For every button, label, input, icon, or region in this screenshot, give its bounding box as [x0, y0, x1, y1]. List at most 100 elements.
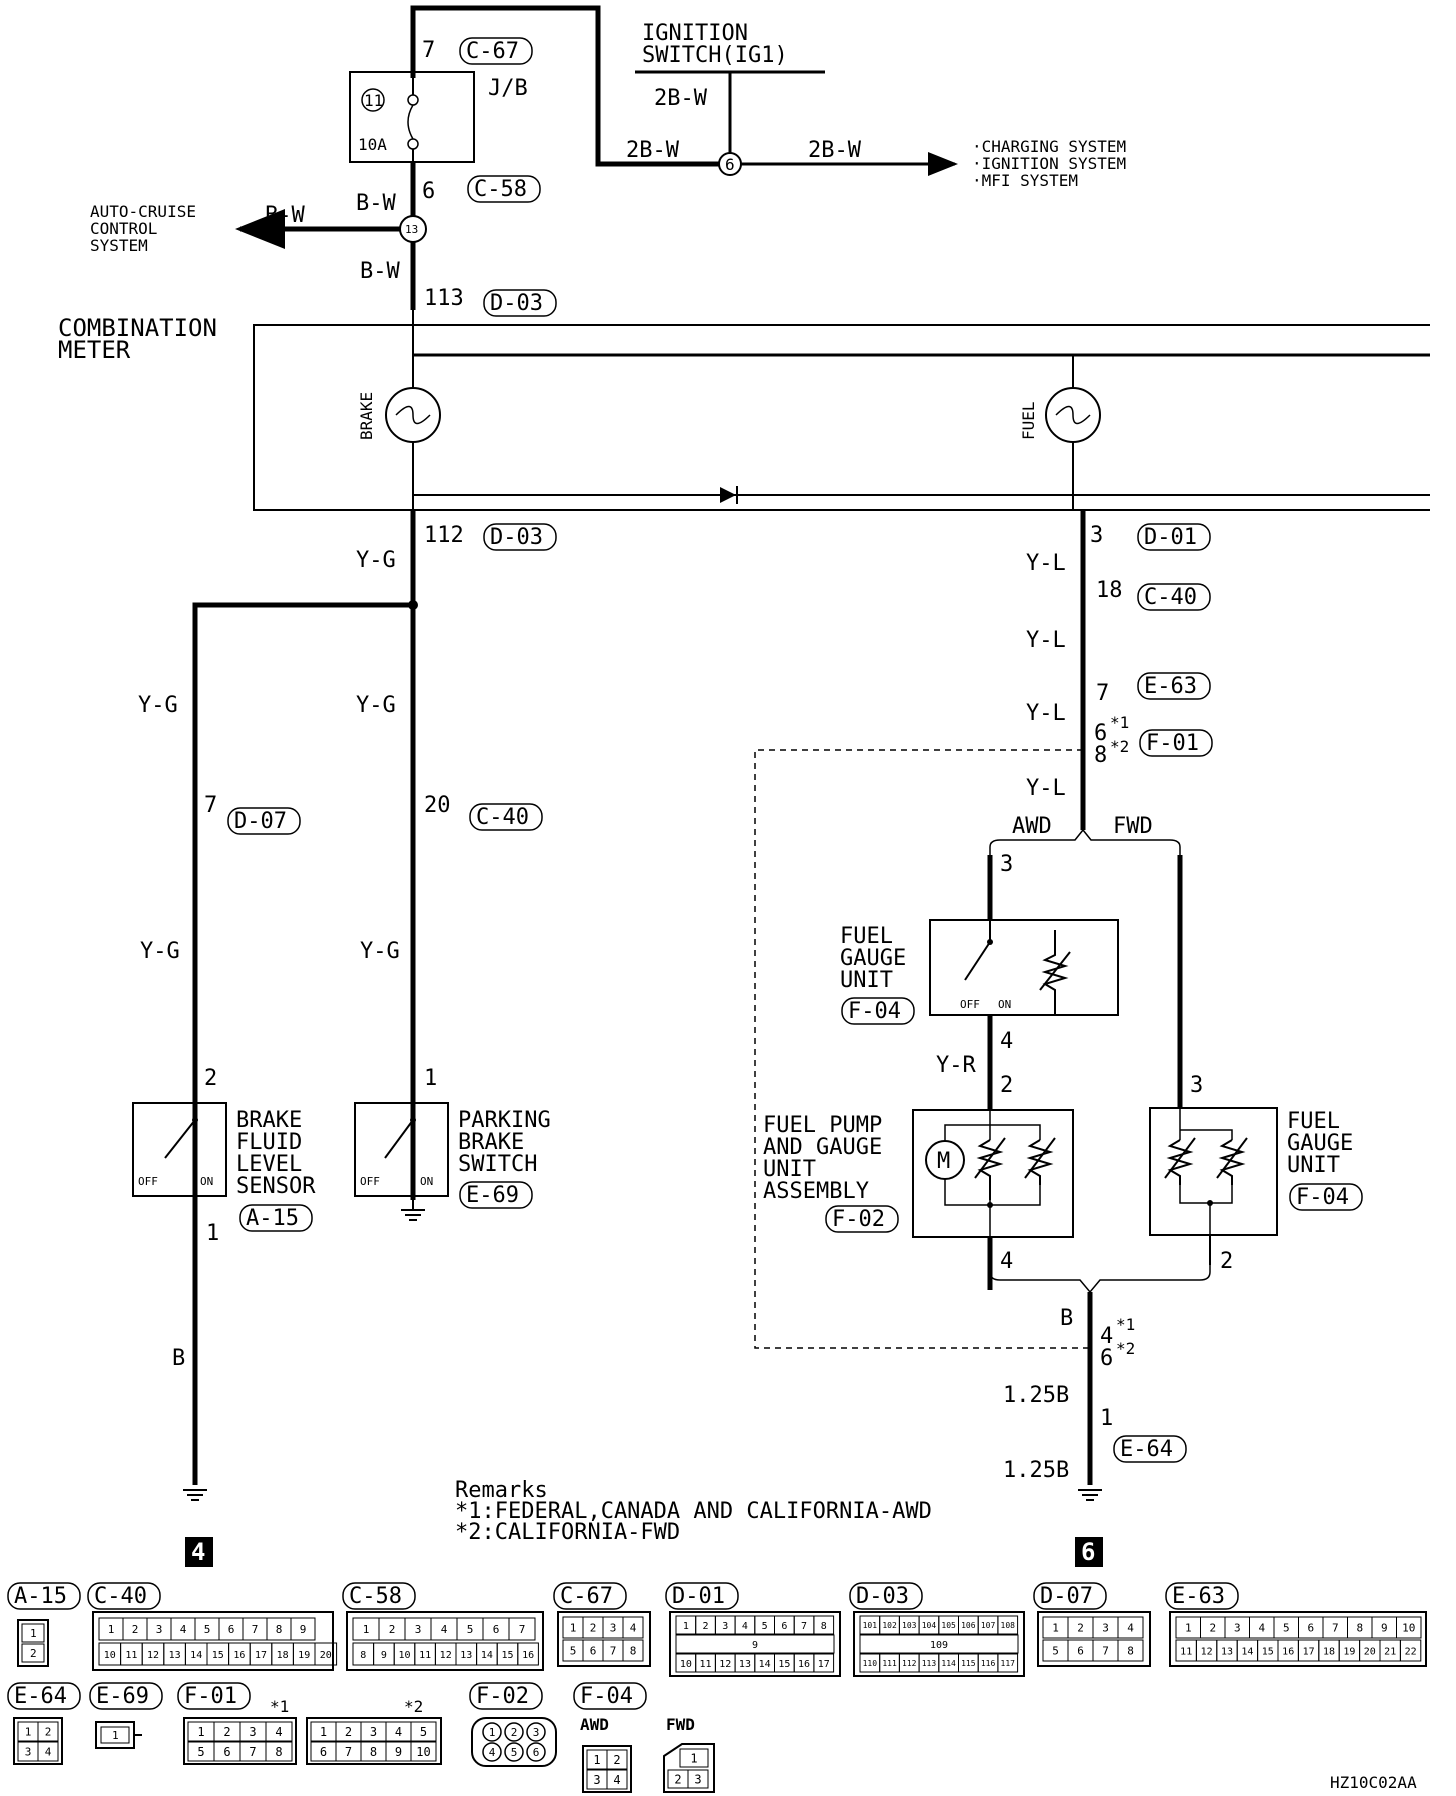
- wire-yg-a: Y-G: [138, 693, 178, 718]
- c67-pins-cell: [622, 1639, 644, 1662]
- c58-bot-cell: [517, 1642, 539, 1666]
- brake-circuit: 112 D-03 Y-G Y-G Y-G Y-G Y-G 7 D-07 20 C…: [132, 510, 557, 1567]
- c40-bot-pin: 14: [190, 1650, 202, 1661]
- ground-icon-left: [183, 1489, 207, 1501]
- wire-bw-1: B-W: [356, 191, 396, 216]
- c67-pins-pin: 4: [630, 1622, 637, 1635]
- junction-dot: [408, 600, 418, 610]
- pin-2-fwd: 2: [1220, 1249, 1233, 1274]
- c40-bot-pin: 10: [104, 1650, 116, 1661]
- pin-3-awd: 3: [1000, 852, 1013, 877]
- f04a-pins-cell: [606, 1769, 628, 1790]
- e63-pins-pin: 11: [1180, 1646, 1192, 1657]
- f01b-pins-pin: 6: [320, 1745, 327, 1759]
- star2-f01: *2: [1110, 737, 1129, 756]
- tag-e69: E-69: [466, 1183, 519, 1208]
- d03-pins-pin: 103: [902, 1621, 917, 1630]
- tag-d01-frame: [1137, 523, 1211, 551]
- c58-bot-pin: 9: [381, 1650, 387, 1661]
- c40-top-pin: 8: [276, 1623, 283, 1636]
- c67-pins-cell: [622, 1616, 644, 1639]
- power-supply-section: 6 IGNITION SWITCH(IG1) 2B-W 2B-W 2B-W ·C…: [90, 5, 1126, 317]
- f04b-pins-pin: 2: [674, 1773, 681, 1787]
- d07-pins-cell: [1117, 1616, 1144, 1639]
- ground-point-4-badge: [185, 1537, 213, 1567]
- motor-m: M: [937, 1149, 950, 1174]
- wire-yr: Y-R: [936, 1053, 976, 1078]
- f01a-pins-pin: 3: [249, 1725, 256, 1739]
- wire-yl-3: Y-L: [1026, 701, 1066, 726]
- bottom-brace: [989, 1265, 1211, 1294]
- tag-d03-bot: D-03: [490, 525, 543, 550]
- f02-pin: 1: [489, 1726, 496, 1739]
- fgu-resistor-arrow: [1039, 951, 1071, 991]
- legend-d07-frame: [1033, 1582, 1107, 1610]
- d03-pins-pin: 115: [961, 1659, 976, 1668]
- e63-pins-pin: 4: [1258, 1622, 1265, 1635]
- c58-bot-pin: 10: [398, 1650, 410, 1661]
- d07-pins-pin: 3: [1102, 1622, 1109, 1635]
- legend-e69-frame: [89, 1682, 163, 1710]
- d03-pins-pin: 110: [863, 1659, 878, 1668]
- combination-meter: COMBINATION METER BRAKE FUEL: [58, 310, 1430, 511]
- fuse-terminal-top: [407, 94, 419, 106]
- f02-pin-circle: [504, 1742, 524, 1762]
- legend-e64: E-64: [14, 1684, 67, 1709]
- c58-bot-pin: 8: [360, 1650, 366, 1661]
- c40-shape: [92, 1611, 334, 1671]
- c58-top-pin: 1: [363, 1623, 370, 1636]
- d01-pins-pin: 15: [778, 1659, 790, 1670]
- legend-c40-frame: [87, 1582, 161, 1610]
- e63-pins-pin: 1: [1185, 1622, 1192, 1635]
- wire-2bw-3: 2B-W: [808, 138, 862, 163]
- tag-f04-b: F-04: [1296, 1185, 1349, 1210]
- fuse-terminal-bottom: [407, 138, 419, 150]
- d01-pins-pin: 12: [719, 1659, 731, 1670]
- c40-top-cell: [290, 1617, 316, 1641]
- wire-b-right-label: B: [1060, 1306, 1073, 1331]
- fuel-gauge-unit-3: UNIT: [840, 968, 893, 993]
- tag-e64-frame: [1113, 1435, 1187, 1463]
- parking-switch-1: PARKING: [458, 1108, 551, 1133]
- d03-pins-pin: 107: [981, 1621, 996, 1630]
- pump-resistor-1-arrow: [974, 1137, 1006, 1179]
- legend-a15-frame: [7, 1582, 81, 1610]
- c58-top-pin: 7: [519, 1623, 526, 1636]
- d01-pins-pin: 6: [781, 1621, 787, 1632]
- sensor-switch-blade: [164, 1119, 196, 1159]
- fuel-gauge-unit-fwd-1: FUEL: [1287, 1109, 1340, 1134]
- meter-title-1: COMBINATION: [58, 314, 217, 342]
- f04a-pins-pin: 1: [593, 1753, 600, 1767]
- f04-awd-shape: [582, 1745, 632, 1793]
- d01-pins-pin: 10: [680, 1659, 692, 1670]
- wire-2bw-1: 2B-W: [654, 86, 708, 111]
- f04-fwd-label: FWD: [666, 1715, 695, 1734]
- splice-6: [718, 152, 742, 176]
- pin-7-left: 7: [204, 793, 217, 818]
- pump-resistor-2-arrow: [1024, 1137, 1056, 1179]
- d07-pins-pin: 8: [1127, 1645, 1134, 1658]
- pump-resistor-2: [1026, 1139, 1054, 1185]
- fwd-resistor-1-arrow: [1164, 1137, 1196, 1179]
- tag-e63-frame: [1137, 672, 1211, 700]
- e63-pins-pin: 9: [1381, 1622, 1388, 1635]
- f01a-pins-cell: [265, 1741, 293, 1762]
- e63-pins-pin: 22: [1405, 1646, 1417, 1657]
- c40-bot-pin: 17: [255, 1650, 267, 1661]
- pin-4-pump: 4: [1000, 1249, 1013, 1274]
- sensor-pivot: [192, 1117, 198, 1123]
- e63-pins-pin: 20: [1364, 1646, 1376, 1657]
- c67-pins-pin: 5: [570, 1645, 577, 1658]
- auto-cruise-1: AUTO-CRUISE: [90, 202, 196, 221]
- e64-pins-cell: [37, 1721, 59, 1742]
- pin-6-f01: 6: [1094, 721, 1107, 746]
- f04b-pins-pin: 1: [690, 1752, 697, 1766]
- star1-bottom: *1: [1116, 1315, 1135, 1334]
